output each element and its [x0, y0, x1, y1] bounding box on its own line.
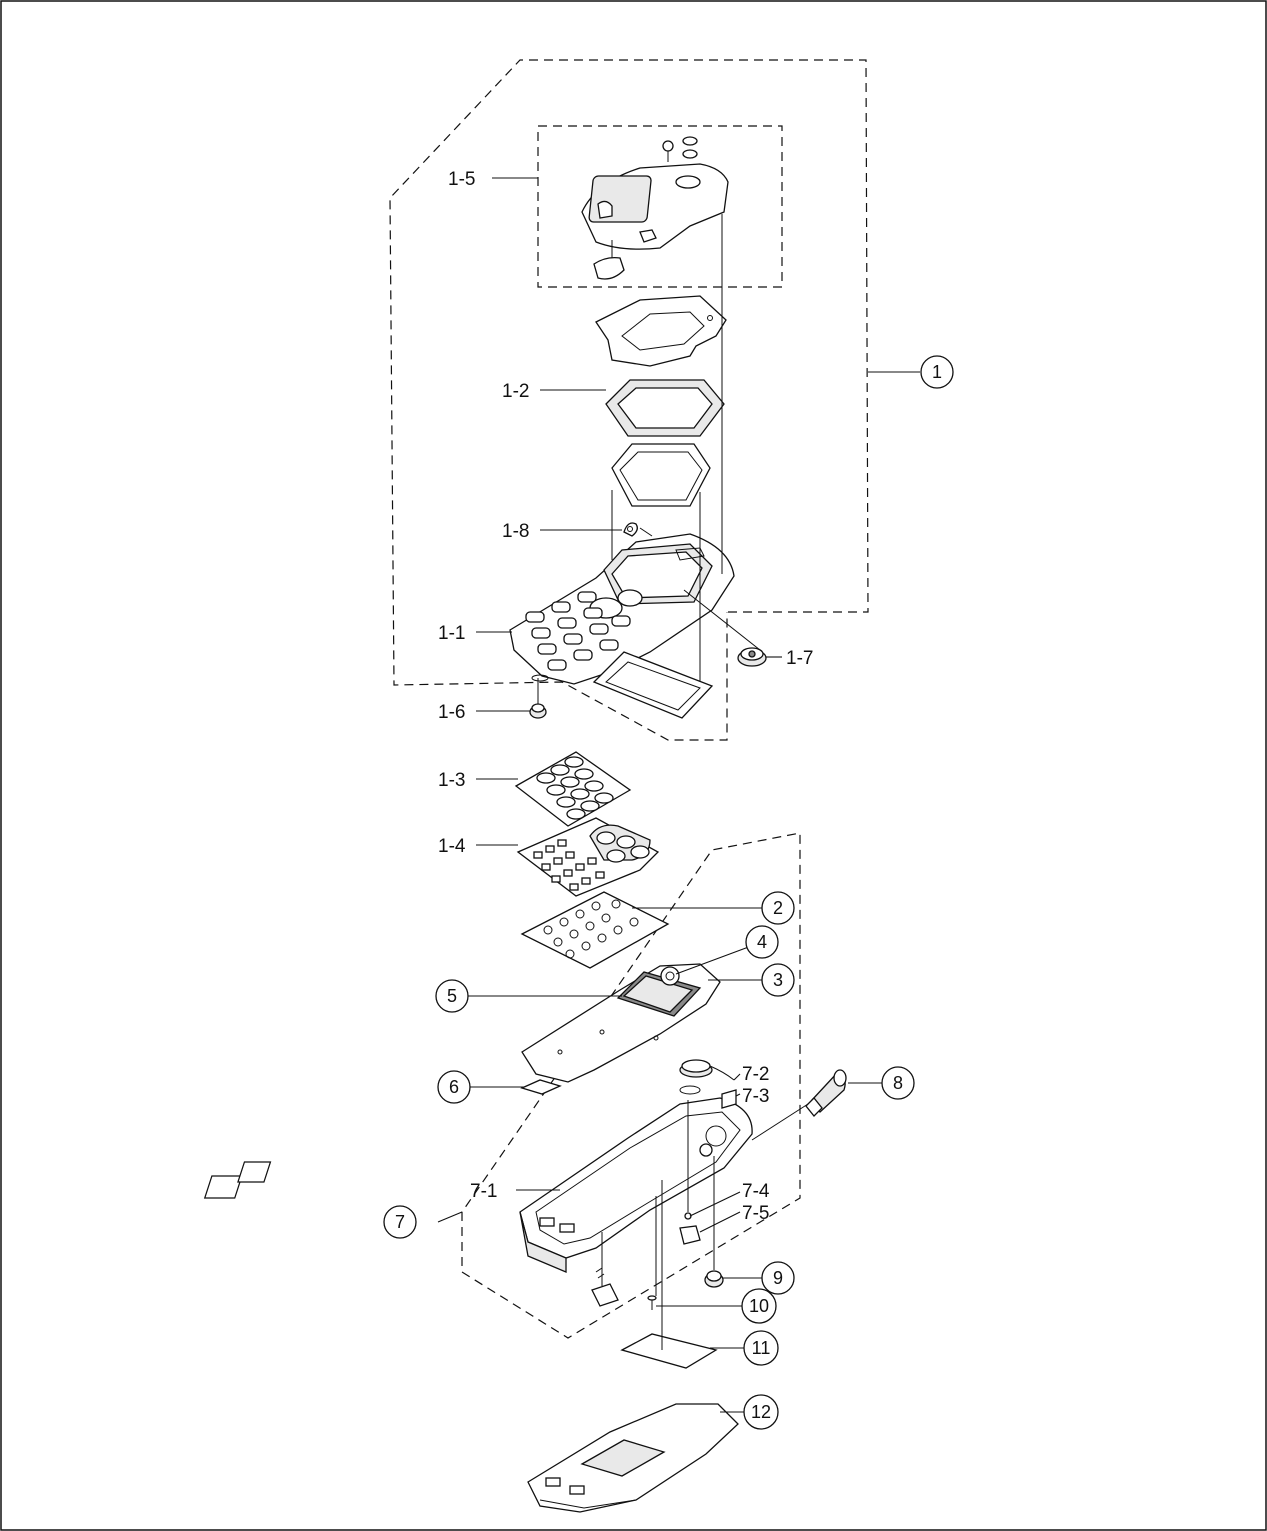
callout-1-4: 1-4 [438, 836, 466, 857]
callout-7-5: 7-5 [742, 1203, 769, 1224]
assembly-7-boundary [461, 832, 801, 1339]
circled-12: 12 [743, 1394, 779, 1430]
callout-1-6: 1-6 [438, 702, 465, 723]
leader-lines [437, 177, 920, 1413]
circled-number-3: 3 [773, 970, 783, 990]
circled-number-5: 5 [447, 986, 457, 1006]
part-lens-film [611, 443, 711, 507]
part-7-3-clip [721, 1089, 737, 1109]
callout-1-5: 1-5 [448, 169, 475, 190]
circled-number-6: 6 [449, 1077, 459, 1097]
circled-1: 1 [920, 355, 954, 389]
part-1-1-front-housing [509, 533, 735, 685]
part-11-label [620, 1333, 718, 1369]
circled-number-1: 1 [932, 362, 942, 382]
callout-1-1: 1-1 [438, 623, 465, 644]
circled-number-8: 8 [893, 1073, 903, 1093]
callout-7-3: 7-3 [742, 1086, 769, 1107]
circled-number-11: 11 [752, 1338, 771, 1358]
part-2-dome-sheet [520, 891, 670, 969]
circled-number-9: 9 [773, 1268, 783, 1288]
part-7-2-vibrator [679, 1059, 735, 1081]
assembly-1-5-boundary [537, 125, 783, 288]
assembly-1-boundary [389, 59, 869, 741]
part-1-7-speaker [737, 647, 767, 667]
part-1-8-clip [623, 522, 653, 537]
circled-7: 7 [383, 1205, 417, 1239]
part-3-pcb [521, 963, 721, 1083]
part-7-rear-housing [203, 1097, 753, 1273]
part-1-2-window [605, 379, 725, 437]
part-pad [679, 1085, 701, 1095]
callout-1-8: 1-8 [502, 521, 529, 542]
callout-7-2: 7-2 [742, 1064, 769, 1085]
circled-number-10: 10 [749, 1296, 769, 1316]
circled-8: 8 [881, 1066, 915, 1100]
part-display-bottom-film [592, 651, 714, 719]
circled-3: 3 [761, 963, 795, 997]
circled-number-2: 2 [773, 898, 783, 918]
circled-9: 9 [761, 1261, 795, 1295]
circled-number-7: 7 [395, 1212, 405, 1232]
part-7-small-clip [591, 1267, 619, 1307]
circled-number-4: 4 [757, 932, 767, 952]
circled-11: 11 [743, 1330, 779, 1366]
circled-10: 10 [741, 1288, 777, 1324]
part-1-3-keypad [514, 751, 632, 827]
callout-1-2: 1-2 [502, 381, 529, 402]
part-display-gasket [595, 295, 727, 367]
callout-7-1: 7-1 [470, 1181, 497, 1202]
circled-2: 2 [761, 891, 795, 925]
part-10-screw [647, 1295, 657, 1310]
circled-number-12: 12 [751, 1402, 771, 1422]
circled-6: 6 [437, 1070, 471, 1104]
guide-lines [537, 214, 809, 1350]
part-1-4-keypad-rubber [516, 817, 660, 897]
callout-1-7: 1-7 [786, 648, 813, 669]
part-12-battery-cover [527, 1403, 739, 1513]
part-6-connector [520, 1079, 562, 1095]
part-1-6-foot [529, 703, 547, 719]
callout-1-3: 1-3 [438, 770, 465, 791]
part-7-5-clip [679, 1225, 701, 1245]
part-8-antenna [805, 1069, 847, 1117]
part-9-foot [704, 1270, 724, 1288]
part-1-5-front-cover [581, 136, 729, 280]
callout-7-4: 7-4 [742, 1181, 770, 1202]
circled-5: 5 [435, 979, 469, 1013]
circled-4: 4 [745, 925, 779, 959]
